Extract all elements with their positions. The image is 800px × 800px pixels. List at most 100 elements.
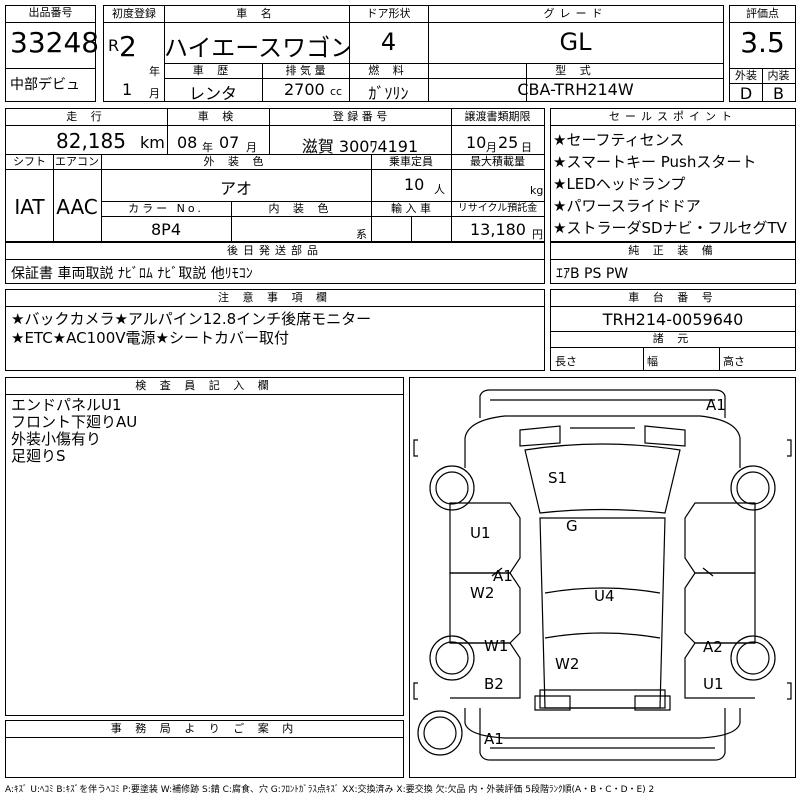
spare-tire <box>417 710 463 756</box>
sales-point-item: ★ストラーダSDナビ・フルセグTV <box>553 219 787 237</box>
aircon-label: エアコン <box>55 155 99 168</box>
shift-label: シフト <box>13 155 46 168</box>
rear-body-outline <box>464 708 741 739</box>
interior-score-label: 内装 <box>767 69 790 82</box>
damage-mark: S1 <box>548 469 567 487</box>
vehicle-details-box: 走 行 車 検 登 録 番 号 譲渡書類期限 82,185 km 08 年 07… <box>5 108 545 242</box>
sales-point-item: ★スマートキー Pushスタート <box>553 153 757 171</box>
score-box: 評価点 3.5 外装 内装 D B <box>729 5 796 103</box>
vehicle-header-box: 初度登録 車 名 ドア形状 グレード R 2 年 ハイエースワゴン 4 GL 車… <box>103 5 724 103</box>
transfer-deadline-month-unit: 月 <box>486 141 497 154</box>
damage-mark: W1 <box>484 637 508 655</box>
lot-number-box: 出品番号 33248 中部デビュ <box>5 5 100 102</box>
damage-mark: A1 <box>493 567 513 585</box>
damage-mark: U1 <box>703 675 724 693</box>
exterior-color-label: 外 装 色 <box>203 155 269 168</box>
fuel-label: 燃 料 <box>368 64 409 77</box>
max-load-unit: kg <box>530 184 544 197</box>
inspection-label: 車 検 <box>197 110 239 123</box>
right-side-outline <box>684 502 756 574</box>
inspector-notes-label: 検 査 員 記 入 欄 <box>135 379 274 392</box>
caution-line-item: ★バックカメラ★アルパイン12.8インチ後席モニター <box>11 310 372 328</box>
mileage-unit: km <box>140 133 165 152</box>
history-value: レンタ <box>188 84 237 103</box>
displacement-label: 排 気 量 <box>285 64 326 77</box>
caution-box: 注 意 事 項 欄 ★バックカメラ★アルパイン12.8インチ後席モニター★ETC… <box>5 289 545 371</box>
rear-bumper-outline <box>479 708 726 761</box>
grade-value: GL <box>559 28 592 56</box>
lot-number-value: 33248 <box>10 26 100 59</box>
max-load-label: 最大積載量 <box>470 155 525 168</box>
recycle-fee-label: リサイクル預託金 <box>457 203 538 214</box>
rear-right-tire <box>730 635 776 681</box>
interior-color-unit: 系 <box>356 228 367 241</box>
inspector-note-item: エンドパネルU1 <box>11 396 122 414</box>
front-left-tire <box>429 465 475 511</box>
damage-mark: A1 <box>706 396 726 414</box>
sales-points-list: ★セーフティセンス★スマートキー Pushスタート★LEDヘッドランプ★パワース… <box>553 129 795 239</box>
color-number-label: カラー No. <box>128 202 204 215</box>
mileage-label: 走 行 <box>66 110 107 123</box>
inspector-note-item: フロント下廻りAU <box>11 413 138 431</box>
width-label: 幅 <box>647 355 658 368</box>
model-code-label: 型 式 <box>555 64 596 77</box>
recycle-fee-value: 13,180 <box>470 220 526 239</box>
front-bumper-outline <box>479 389 726 418</box>
registration-number-label: 登 録 番 号 <box>332 110 388 123</box>
inspector-note-item: 外装小傷有り <box>11 430 102 448</box>
displacement-value: 2700 <box>284 80 325 99</box>
recycle-fee-unit: 円 <box>532 228 543 241</box>
chassis-box: 車 台 番 号 TRH214-0059640 諸 元 長さ 幅 高さ <box>550 289 796 371</box>
sales-points-box: セールスポイント ★セーフティセンス★スマートキー Pushスタート★LEDヘッ… <box>550 108 796 242</box>
sales-point-item: ★セーフティセンス <box>553 131 685 149</box>
later-parts-label: 後日発送部品 <box>227 244 323 257</box>
model-code-value: CBA-TRH214W <box>517 80 634 99</box>
standard-equipment-value: ｴｱB PS PW <box>556 266 629 282</box>
later-parts-value: 保証書 車両取説 ﾅﾋﾞﾛﾑ ﾅﾋﾞ取説 他ﾘﾓｺﾝ <box>11 266 253 282</box>
inspection-month: 07 <box>219 133 240 152</box>
exterior-color-value: アオ <box>219 179 252 198</box>
standard-equipment-label: 純 正 装 備 <box>628 244 718 257</box>
history-label: 車 歴 <box>192 64 234 77</box>
transfer-deadline-day: 25 <box>498 133 519 152</box>
registration-month-unit: 月 <box>149 87 160 100</box>
first-registration-label: 初度登録 <box>112 7 156 20</box>
car-name-label: 車 名 <box>236 7 277 20</box>
registration-year: 2 <box>119 30 137 63</box>
registration-era: R <box>108 36 120 55</box>
chassis-number-label: 車 台 番 号 <box>628 291 718 304</box>
footer-legend: A:ｷｽﾞ U:ﾍｺﾐ B:ｷｽﾞを伴うﾍｺﾐ P:要塗装 W:補修跡 S:錆 … <box>5 785 655 795</box>
capacity-label: 乗車定員 <box>389 155 433 168</box>
damage-mark: W2 <box>470 584 494 602</box>
chassis-number-value: TRH214-0059640 <box>602 310 744 329</box>
damage-mark: U4 <box>594 587 615 605</box>
sales-point-item: ★パワースライドドア <box>553 197 701 215</box>
damage-mark: U1 <box>470 524 491 542</box>
inspection-year: 08 <box>177 133 198 152</box>
score-label: 評価点 <box>746 7 779 20</box>
caution-label: 注 意 事 項 欄 <box>218 291 332 304</box>
aircon-value: AAC <box>56 195 98 219</box>
damage-mark: A2 <box>703 638 723 656</box>
office-notice-box: 事 務 局 よ り ご 案 内 <box>5 720 404 778</box>
damage-mark: W2 <box>555 655 579 673</box>
color-number-value: 8P4 <box>150 220 181 239</box>
later-parts-box: 後日発送部品 保証書 車両取説 ﾅﾋﾞﾛﾑ ﾅﾋﾞ取説 他ﾘﾓｺﾝ <box>5 242 545 284</box>
transfer-deadline-month: 10 <box>466 133 487 152</box>
exterior-score-value: D <box>739 84 753 103</box>
interior-score-value: B <box>773 84 784 103</box>
exterior-score-label: 外装 <box>735 69 757 82</box>
mileage-value: 82,185 <box>56 129 126 153</box>
door-type-value: 4 <box>380 28 397 56</box>
interior-color-label: 内 装 色 <box>268 202 334 215</box>
standard-equipment-box: 純 正 装 備 ｴｱB PS PW <box>550 242 796 284</box>
caution-line-item: ★ETC★AC100V電源★シートカバー取付 <box>11 329 289 347</box>
capacity-unit: 人 <box>434 183 445 196</box>
transfer-deadline-day-unit: 日 <box>521 141 532 154</box>
height-label: 高さ <box>723 355 745 368</box>
fuel-value: ｶﾞｿﾘﾝ <box>368 84 409 103</box>
